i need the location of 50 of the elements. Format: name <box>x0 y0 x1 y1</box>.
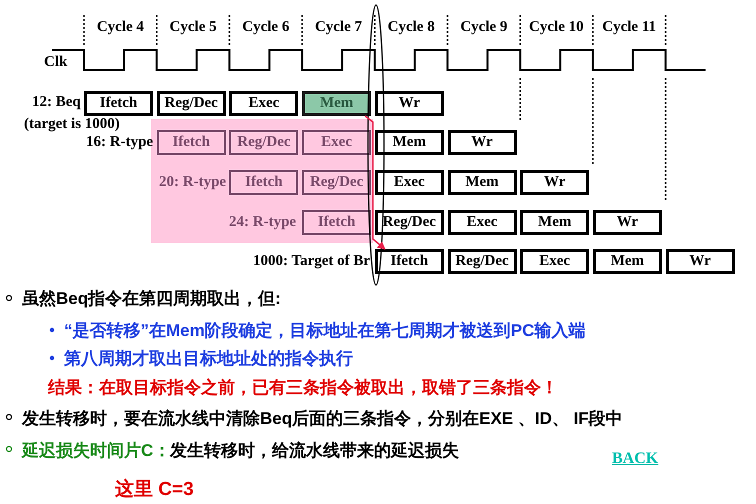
cycle-label: Cycle 4 <box>96 19 144 36</box>
instruction-label: 16: R-type <box>86 134 154 151</box>
stage-box: Mem <box>520 210 590 235</box>
cycle-label: Cycle 11 <box>602 19 656 36</box>
stage-box: Mem <box>592 249 662 274</box>
cycle-label: Cycle 6 <box>242 19 290 36</box>
stage-box: Reg/Dec <box>374 210 444 235</box>
stage-box: Ifetch <box>156 130 226 155</box>
instruction-label: 12: Beq <box>32 94 81 111</box>
cycle-label: Cycle 9 <box>460 19 508 36</box>
cycle-label: Cycle 8 <box>388 19 435 36</box>
stage-box: Ifetch <box>229 170 298 195</box>
bullet-text: “是否转移”在Mem阶段确定，目标地址在第七周期才被送到PC输入端 <box>64 320 586 342</box>
stage-box: Exec <box>229 91 298 116</box>
stage-box: Mem <box>374 130 444 155</box>
stage-box: Ifetch <box>302 210 372 235</box>
stage-box: Exec <box>374 170 444 195</box>
stage-box: Mem <box>302 91 372 116</box>
instruction-note: (target is 1000) <box>24 116 120 133</box>
stage-box: Ifetch <box>374 249 444 274</box>
instruction-label: 24: R-type <box>229 214 296 231</box>
stage-box: Exec <box>520 249 590 274</box>
stage-box: Wr <box>592 210 662 235</box>
signal-label: Clk <box>44 54 68 71</box>
stage-box: Reg/Dec <box>302 170 372 195</box>
bullet-text: 虽然Beq指令在第四周期取出，但: <box>22 288 281 310</box>
arrow <box>364 115 386 250</box>
stage-box: Exec <box>302 130 372 155</box>
note-text: 这里 C=3 <box>115 478 194 502</box>
bullet-text: 第八周期才取出目标地址处的指令执行 <box>64 348 353 370</box>
definition-text: 发生转移时，给流水线带来的延迟损失 <box>170 440 459 462</box>
cycle-label: Cycle 7 <box>314 19 362 36</box>
stage-box: Exec <box>448 210 516 235</box>
stage-box: Wr <box>666 249 735 274</box>
back-link: BACK <box>612 450 658 468</box>
stage-box: Reg/Dec <box>156 91 226 116</box>
term-text: 延迟损失时间片C： <box>22 440 170 462</box>
stage-box: Reg/Dec <box>448 249 516 274</box>
stage-box: Wr <box>520 170 590 195</box>
stage-box: Ifetch <box>84 91 153 116</box>
instruction-label: 20: R-type <box>159 174 226 191</box>
cycle-label: Cycle 10 <box>529 19 584 36</box>
instruction-label: 1000: Target of Br <box>253 253 370 270</box>
stage-box: Mem <box>448 170 516 195</box>
result-text: 结果：在取目标指令之前，已有三条指令被取出，取错了三条指令！ <box>48 377 558 399</box>
stage-box: Wr <box>448 130 516 155</box>
cycle-label: Cycle 5 <box>170 19 217 36</box>
bullet-text: 发生转移时，要在流水线中清除Beq后面的三条指令，分别在EXE 、ID、 IF段中 <box>22 408 623 430</box>
stage-box: Wr <box>374 91 444 116</box>
stage-box: Reg/Dec <box>229 130 298 155</box>
